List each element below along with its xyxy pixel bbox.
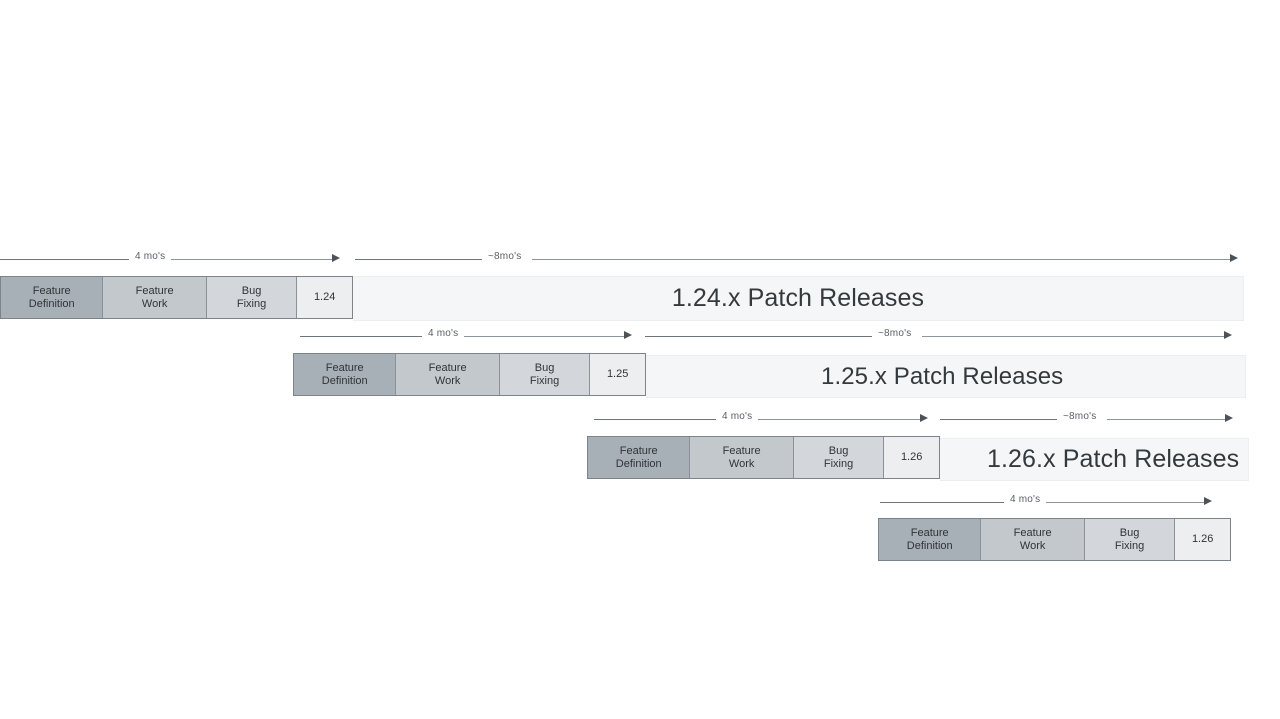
measure-line-left [594,419,716,420]
measure-line-right [171,259,332,260]
phase-version-tag[interactable]: 1.26 [884,437,939,478]
phase-feature-definition-line1: Feature [619,444,658,457]
arrow-head-icon [624,331,632,339]
patch-release-band: 1.25.x Patch Releases [646,355,1246,398]
phase-version-tag[interactable]: 1.24 [297,277,352,318]
phase-bug-fixing-line1: Bug [1119,526,1140,539]
patch-release-band: 1.24.x Patch Releases [353,276,1244,321]
measure-line-right [1046,502,1204,503]
phase-feature-work-line2: Work [728,457,755,470]
patch-support-duration-measure: ~8mo's [940,411,1233,428]
measure-label: ~8mo's [878,328,912,339]
phase-feature-work-line1: Feature [135,284,174,297]
measure-label: 4 mo's [722,411,753,422]
measure-line-left [880,502,1004,503]
phase-bug-fixing-line1: Bug [828,444,849,457]
phase-feature-work-line1: Feature [722,444,761,457]
phase-version-tag-line1: 1.24 [313,291,336,303]
measure-line-right [1107,419,1225,420]
measure-label: 4 mo's [135,251,166,262]
measure-label: ~8mo's [488,251,522,262]
phase-version-tag-line1: 1.25 [606,368,629,380]
measure-label: 4 mo's [1010,494,1041,505]
phase-bug-fixing-line1: Bug [534,361,555,374]
phase-version-tag-line1: 1.26 [1191,533,1214,545]
measure-line-left [0,259,129,260]
phase-feature-work-line2: Work [1019,539,1046,552]
measure-line-left [645,336,872,337]
phase-version-tag-line1: 1.26 [900,451,923,463]
arrow-head-icon [1230,254,1238,262]
measure-label: ~8mo's [1063,411,1097,422]
development-duration-measure: 4 mo's [594,411,928,428]
phase-feature-work-line2: Work [434,374,461,387]
patch-release-label: 1.25.x Patch Releases [821,362,1064,390]
patch-support-duration-measure: ~8mo's [355,251,1238,268]
patch-release-label: 1.24.x Patch Releases [671,284,925,312]
development-duration-measure: 4 mo's [880,494,1212,511]
measure-line-left [940,419,1057,420]
phase-bug-fixing-line2: Fixing [529,374,560,387]
phase-feature-work-line1: Feature [428,361,467,374]
phase-feature-definition-line1: Feature [910,526,949,539]
arrow-head-icon [1224,331,1232,339]
patch-release-label: 1.26.x Patch Releases [987,445,1240,473]
phase-feature-definition-line2: Definition [321,374,368,387]
measure-line-left [355,259,482,260]
patch-release-band: 1.26.x Patch Releases [940,438,1249,481]
measure-label: 4 mo's [428,328,459,339]
arrow-head-icon [920,414,928,422]
measure-line-right [758,419,920,420]
development-duration-measure: 4 mo's [0,251,340,268]
measure-line-left [300,336,422,337]
phase-feature-definition-line1: Feature [32,284,71,297]
development-duration-measure: 4 mo's [300,328,632,345]
arrow-head-icon [332,254,340,262]
measure-line-right [922,336,1224,337]
phase-bug-fixing-line2: Fixing [1114,539,1145,552]
phase-feature-definition-line1: Feature [325,361,364,374]
phase-feature-definition-line2: Definition [615,457,662,470]
phase-feature-definition-line2: Definition [28,297,75,310]
phase-feature-work-line1: Feature [1013,526,1052,539]
phase-version-tag[interactable]: 1.25 [590,354,645,395]
patch-support-duration-measure: ~8mo's [645,328,1232,345]
measure-line-right [464,336,624,337]
phase-bug-fixing-line2: Fixing [823,457,854,470]
phase-feature-definition-line2: Definition [906,539,953,552]
measure-line-right [532,259,1230,260]
phase-version-tag[interactable]: 1.26 [1175,519,1230,560]
phase-bug-fixing-line1: Bug [241,284,262,297]
phase-feature-work-line2: Work [141,297,168,310]
phase-bug-fixing-line2: Fixing [236,297,267,310]
arrow-head-icon [1204,497,1212,505]
arrow-head-icon [1225,414,1233,422]
